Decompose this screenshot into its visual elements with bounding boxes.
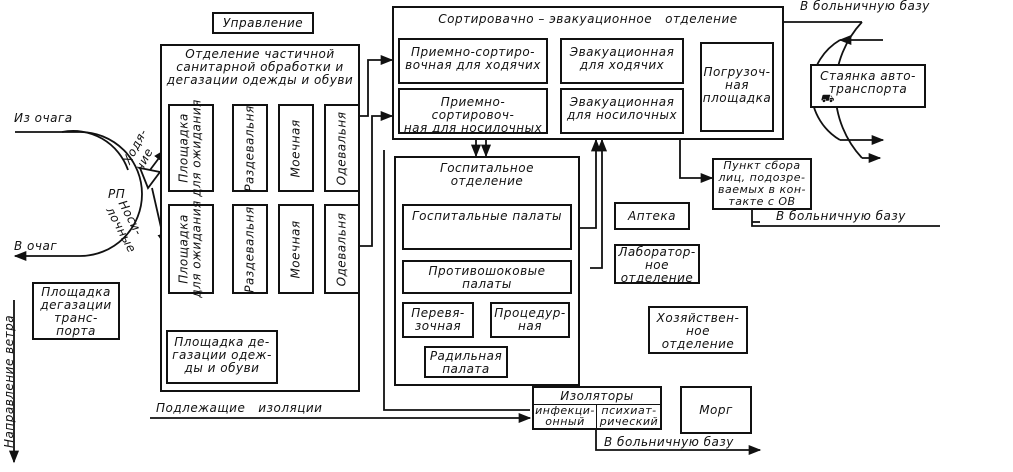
vehicle-degassing-label: Площадка дегазации транс- порта bbox=[40, 285, 112, 338]
receiving-stretcher-label: Приемно-сортировоч- ная для носилочных bbox=[403, 95, 543, 135]
receiving-walking-label: Приемно-сортиро- вочная для ходячих bbox=[405, 45, 541, 72]
waiting-area-label-1: Площадка для ожидания bbox=[177, 99, 204, 197]
isolators-box: Изоляторы инфекци- онный психиат- рическ… bbox=[532, 386, 662, 430]
management-box: Управление bbox=[212, 12, 314, 34]
to-hospital-base-mid: В больничную базу bbox=[776, 209, 906, 223]
hospital-dept-title: Госпитальное отделение bbox=[440, 161, 534, 188]
clothing-degassing-label: Площадка де- газации одеж- ды и обуви bbox=[172, 335, 272, 375]
evac-stretcher-box: Эвакуационная для носилочных bbox=[560, 88, 684, 134]
washing-room-label-1: Моечная bbox=[288, 118, 303, 178]
radiation-ward-label: Радильная палата bbox=[429, 349, 503, 376]
partial-sanitation-title: Отделение частичной санитарной обработки… bbox=[166, 47, 354, 87]
from-focus-label: Из очага bbox=[14, 111, 73, 125]
rp-label: РП bbox=[108, 187, 126, 201]
dressing-room-label-2: Одевальня bbox=[334, 212, 349, 286]
dressing-room-label-1: Одевальня bbox=[334, 111, 349, 185]
laboratory-label: Лаборатор- ное отделение bbox=[618, 245, 696, 285]
car-icon: ⛟ bbox=[820, 92, 835, 105]
rp-arc-inner bbox=[61, 130, 129, 171]
to-hospital-base-bottom: В больничную базу bbox=[604, 435, 734, 449]
sorting-evac-title: Сортировачно – эвакуационное отделение bbox=[438, 12, 738, 26]
evac-walking-box: Эвакуационная для ходячих bbox=[560, 38, 684, 84]
isolators-label: Изоляторы bbox=[560, 389, 634, 403]
undressing-room-box-2: Раздевальня bbox=[232, 204, 268, 294]
washing-room-box-1: Моечная bbox=[278, 104, 314, 192]
procedure-ward-box: Процедур- ная bbox=[490, 302, 570, 338]
washing-room-label-2: Моечная bbox=[288, 219, 303, 279]
radiation-ward-box: Радильная палата bbox=[424, 346, 508, 378]
hospital-wards-box: Госпитальные палаты bbox=[402, 204, 572, 250]
waiting-area-label-2: Площадка для ожидания bbox=[177, 200, 204, 298]
psychiatric-label: психиат- рический bbox=[599, 404, 659, 428]
collection-point-label: Пункт сбора лиц, подозре- ваемых в кон- … bbox=[718, 159, 806, 208]
household-box: Хозяйствен- ное отделение bbox=[648, 306, 748, 354]
pharmacy-box: Аптека bbox=[614, 202, 690, 230]
dressing-room-box-1: Одевальня bbox=[324, 104, 360, 192]
vehicle-parking-box: Стаянка авто- транспорта ⛟ bbox=[810, 64, 926, 108]
management-label: Управление bbox=[222, 16, 304, 30]
washing-room-box-2: Моечная bbox=[278, 204, 314, 294]
rp-arc bbox=[13, 131, 143, 262]
antishock-wards-label: Противошоковые палаты bbox=[428, 264, 546, 291]
vehicle-degassing-box: Площадка дегазации транс- порта bbox=[32, 282, 120, 340]
evac-walking-label: Эвакуационная для ходячих bbox=[569, 45, 675, 72]
dressing-room-box-2: Одевальня bbox=[324, 204, 360, 294]
clothing-degassing-box: Площадка де- газации одеж- ды и обуви bbox=[166, 330, 278, 384]
receiving-walking-box: Приемно-сортиро- вочная для ходячих bbox=[398, 38, 548, 84]
morgue-box: Морг bbox=[680, 386, 752, 434]
undressing-room-box-1: Раздевальня bbox=[232, 104, 268, 192]
household-label: Хозяйствен- ное отделение bbox=[656, 311, 740, 351]
evac-stretcher-label: Эвакуационная для носилочных bbox=[566, 95, 678, 122]
morgue-label: Морг bbox=[699, 403, 733, 417]
antishock-wards-box: Противошоковые палаты bbox=[402, 260, 572, 294]
waiting-area-box-2: Площадка для ожидания bbox=[168, 200, 214, 298]
infectious-label: инфекци- онный bbox=[535, 404, 595, 428]
loading-area-box: Погрузоч- ная площадка bbox=[700, 42, 774, 132]
receiving-stretcher-box: Приемно-сортировоч- ная для носилочных bbox=[398, 88, 548, 135]
undressing-room-label-1: Раздевальня bbox=[242, 104, 257, 192]
waiting-area-box-1: Площадка для ожидания bbox=[168, 99, 214, 197]
wind-direction-label: Направление ветра bbox=[2, 314, 16, 448]
to-hospital-base-top: В больничную базу bbox=[800, 0, 930, 13]
procedure-ward-label: Процедур- ная bbox=[494, 306, 566, 333]
to-focus-label: В очаг bbox=[14, 239, 58, 253]
laboratory-box: Лаборатор- ное отделение bbox=[614, 244, 700, 285]
dressing-ward-box: Перевя- зочная bbox=[402, 302, 474, 338]
undressing-room-label-2: Раздевальня bbox=[242, 205, 257, 293]
loading-area-label: Погрузоч- ная площадка bbox=[702, 65, 772, 105]
subject-to-isolation-label: Подлежащие изоляции bbox=[156, 401, 323, 415]
vehicle-parking-label: Стаянка авто- транспорта bbox=[820, 69, 916, 96]
dressing-ward-label: Перевя- зочная bbox=[411, 306, 465, 333]
hospital-wards-label: Госпитальные палаты bbox=[411, 209, 563, 223]
pharmacy-label: Аптека bbox=[627, 209, 677, 223]
collection-point-box: Пункт сбора лиц, подозре- ваемых в кон- … bbox=[712, 158, 812, 210]
